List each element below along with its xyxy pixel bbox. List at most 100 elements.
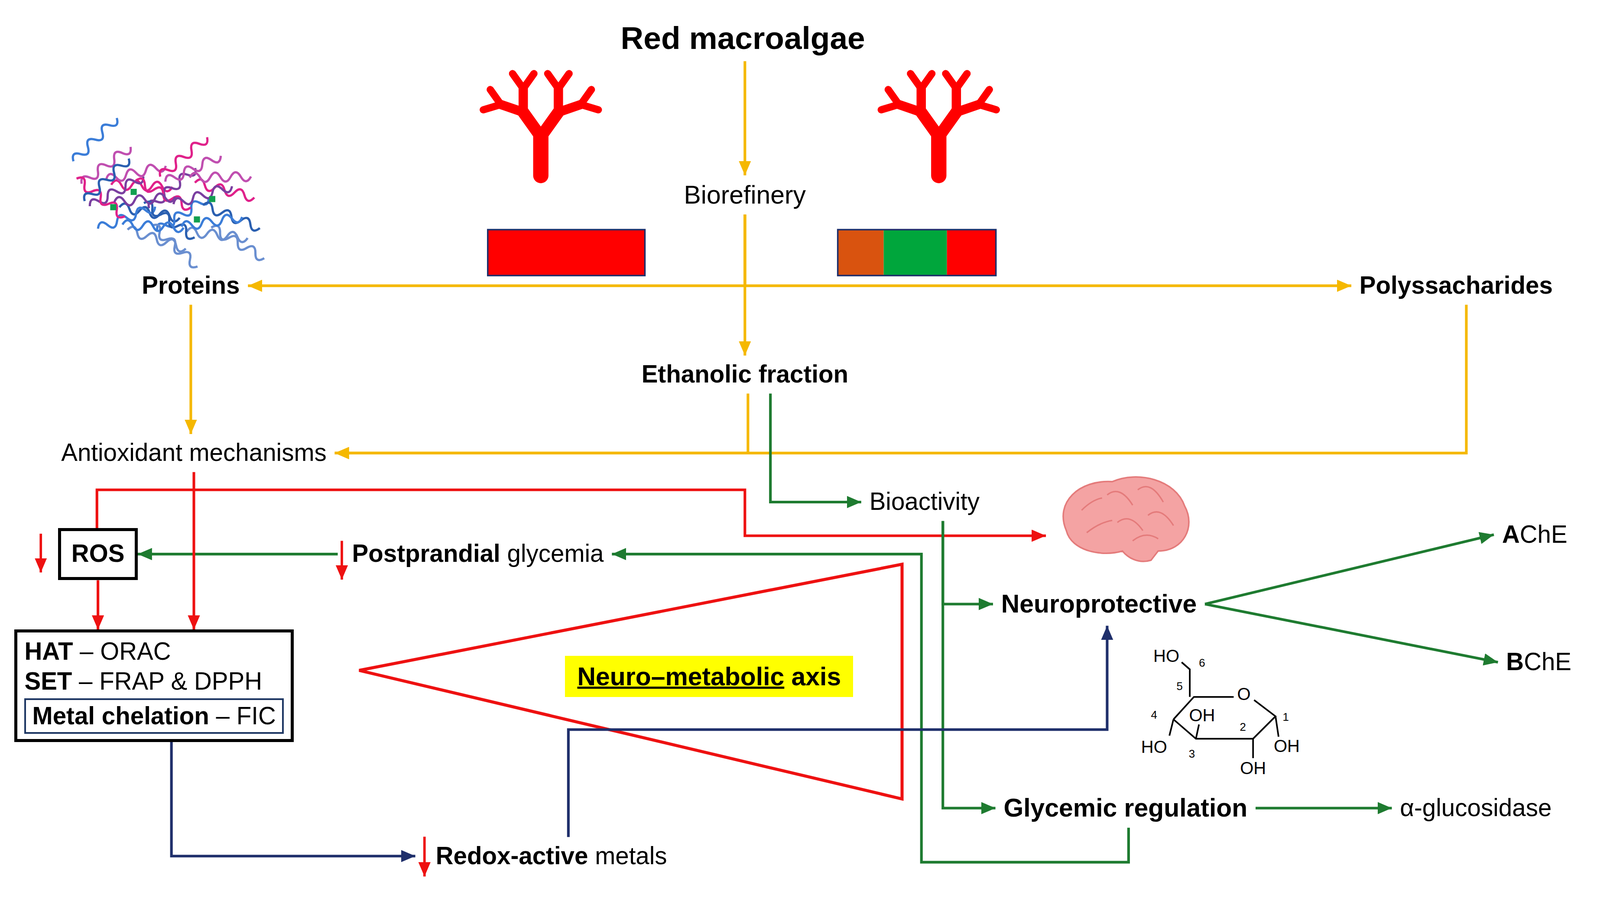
brain-gyrus [1086,520,1113,533]
decrease-arrow [39,533,43,573]
protein-structure [70,114,267,270]
protein-helix [189,172,252,183]
protein-ligand [130,188,137,195]
enzyme-label: AChE [1497,517,1572,552]
flow-arrow [743,61,747,176]
protein-helix [163,151,223,186]
effect-label: Postprandial glycemia [347,537,608,572]
atom-label: 4 [1150,709,1159,721]
assay-box: HAT – ORACSET – FRAP & DPPHMetal chelati… [14,629,294,742]
brain-gyrus [1148,512,1174,526]
brain-gyrus [1137,486,1164,503]
node-text: Redox-active metals [435,841,668,872]
node-text: α-glucosidase [1399,793,1552,824]
outcome-label: Neuroprotective [996,586,1201,622]
flow-arrow [334,393,749,453]
decrease-arrow [423,836,426,877]
atom-label: 6 [1197,657,1206,669]
flow-arrow [770,393,862,503]
node-text: Postprandial glycemia [352,538,604,569]
flow-arrow [96,580,100,630]
color-bar [947,229,997,276]
protein-helix [96,202,157,233]
brain-gyrus [1132,535,1159,541]
node-text: Red macroalgae [620,18,866,58]
node-text: Glycemic regulation [1003,792,1248,824]
atom-label: 1 [1281,711,1290,724]
flow-arrow [1204,603,1498,663]
ros-box: ROS [58,528,138,581]
node-text: Metal chelation – FIC [32,701,276,732]
flow-arrow [1204,534,1494,604]
outcome-label: Glycemic regulation [999,790,1252,826]
seaweed-branch [978,104,997,110]
protein-helix [122,220,184,233]
enzyme-label: BChE [1502,645,1576,679]
node-text: Biorefinery [684,179,806,211]
bioactivity-label: Bioactivity [865,485,984,520]
brain-icon [1063,477,1189,562]
protein-helix [113,192,176,207]
brain-gyrus [1106,491,1133,506]
seaweed-branch [956,73,968,89]
flow-arrow [171,733,416,857]
flow-arrow [744,214,1352,286]
flow-arrow [192,472,195,630]
protein-ligand [110,204,117,211]
flow-arrow [137,552,338,556]
node-text: SET – FRAP & DPPH [24,666,284,697]
seaweed-branch [888,89,899,105]
color-bar [837,229,884,276]
axis-triangle [359,564,903,800]
protein-helix [172,181,234,209]
fraction-label: Proteins [137,268,244,303]
glucose-structure [1169,662,1279,759]
atom-label: OH [1239,759,1267,777]
node-text: Proteins [141,270,240,301]
seaweed-branch [490,89,502,105]
atom-label: 5 [1175,681,1184,693]
decrease-arrow [340,540,344,580]
seaweed-icon [483,73,997,176]
seaweed-branch [558,73,570,89]
flow-arrow [942,521,996,809]
protein-helix [157,133,211,181]
brain-gyrus [1117,519,1143,531]
protein-helix [70,114,121,165]
atom-label: 2 [1238,721,1247,734]
node-text: Ethanolic fraction [641,359,849,390]
axis-highlight: Neuro–metabolic axis [564,655,854,698]
atom-label: OH [1272,737,1301,755]
chelation-box: Metal chelation – FIC [24,698,284,734]
flow-arrow [247,214,745,286]
atom-label: HO [1140,738,1169,756]
node-text: Neuroprotective [1001,588,1197,620]
color-bar [487,229,646,276]
atom-label: O [1236,685,1252,703]
protein-helix [81,155,132,205]
protein-ligand [193,216,200,223]
protein-helix [208,223,267,263]
node-text: Neuro–metabolic axis [577,661,842,693]
flow-arrow [334,305,1467,454]
atom-label: 3 [1187,748,1196,760]
node-text: Polyssacharides [1359,270,1553,301]
atom-label: HO [1152,647,1181,665]
flow-arrow [1255,806,1393,810]
mechanism-label: Antioxidant mechanisms [57,436,331,471]
effect-label: Redox-active metals [431,839,672,874]
flow-arrow [189,305,192,435]
node-text: AChE [1502,519,1568,550]
node-text: Antioxidant mechanisms [61,438,327,468]
enzyme-label: α-glucosidase [1395,791,1556,825]
process-label: Biorefinery [679,177,810,213]
seaweed-branch [523,73,535,89]
node-text: ROS [71,538,125,569]
node-text: Bioactivity [869,486,980,517]
protein-ligand [209,195,216,202]
color-bar [883,229,948,276]
protein-helix [181,212,244,231]
seaweed-branch [921,73,932,89]
source-title: Red macroalgae [616,16,870,59]
atom-label: OH [1187,706,1216,724]
